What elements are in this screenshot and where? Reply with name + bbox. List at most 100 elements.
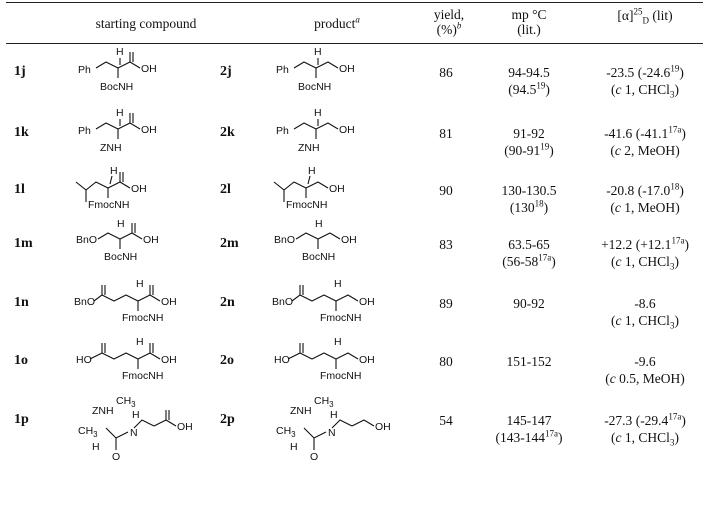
melting-point: 94-94.5(94.519) [508,65,550,97]
hydroxyl-label: OH [339,63,355,75]
header-rotation: [α]25D (lit) [617,6,673,26]
starting-compound-id: 1o [14,353,28,368]
optical-rotation: +12.2 (+12.117a)(c 1, CHCl3) [601,235,689,272]
h-label: H [117,218,125,230]
zn-label: ZNH [290,405,312,417]
hydroxymethyl-bond [315,122,339,130]
top-rule [6,2,703,3]
acid-bond [137,294,151,302]
hydroxyl-label: OH [341,234,357,246]
optical-rotation: -8.6(c 1, CHCl3) [611,296,679,331]
melting-point: 145-147(143-14417a) [495,413,563,445]
product-id: 2p [220,412,235,427]
h-label: H [334,278,342,290]
bond [97,232,121,240]
acid-oh-bond [131,232,143,240]
hydroxymethyl-bond [351,419,375,427]
bond [293,122,317,130]
yield-value: 80 [439,354,453,369]
phenyl-label: Ph [78,64,91,76]
n-label: N [130,427,138,439]
h-label: H [290,441,298,453]
amine-label: ZNH [298,142,320,154]
product-id: 2n [220,295,235,310]
h-label: H [92,441,100,453]
h-label: H [136,336,144,348]
acid-bond [117,122,131,130]
h-label: H [330,409,338,421]
bond [299,352,337,360]
hash-bond [109,175,113,185]
acid-bond [137,352,151,360]
optical-rotation: -41.6 (-41.117a)(c 2, MeOH) [604,124,686,158]
amide [105,427,129,439]
phenyl-label: Ph [276,64,289,76]
hydroxymethyl-bond [335,294,359,302]
starting-compound-id: 1l [14,182,25,197]
acid-oh-bond [129,61,141,69]
amide [303,427,327,439]
phenyl-label: Ph [78,125,91,137]
o-label: O [310,451,318,463]
hydroxyl-label: OH [141,63,157,75]
hydroxy-label: HO [274,354,290,366]
yield-value: 86 [439,65,453,80]
isobutyl [273,181,285,202]
acid-oh-bond [149,294,161,302]
methyl-label: CH3 [78,425,98,439]
bond [283,181,307,191]
amine-label: FmocNH [122,370,163,382]
amine-label: FmocNH [122,312,163,324]
yield-value: 90 [439,183,453,198]
product-structure: BnO H BocNH OH [274,218,357,263]
acid-carbonyl [89,343,103,360]
n-label: N [328,427,336,439]
h-label: H [315,218,323,230]
ester-carbonyl [291,285,301,302]
hydroxyl-label: OH [141,124,157,136]
bond [133,419,155,429]
acid-bond [117,61,131,69]
bond [295,232,319,240]
hash-bond [307,175,311,185]
bond [101,352,139,360]
isobutyl [75,181,87,202]
yield-value: 54 [439,413,453,428]
hydroxyl-label: OH [177,421,193,433]
product-structure: Ph H BocNH OH [276,46,355,93]
product-id: 2m [220,236,239,251]
h-label: H [136,278,144,290]
starting-compound-id: 1j [14,64,26,79]
product-id: 2k [220,125,235,140]
starting-compound-id: 1m [14,236,33,251]
melting-point: 63.5-65(56-5817a) [502,237,556,269]
bond [85,181,109,191]
yield-value: 83 [439,237,453,252]
product-id: 2l [220,182,231,197]
optical-rotation: -20.8 (-17.018)(c 1, MeOH) [606,181,684,215]
methyl-label: CH3 [276,425,296,439]
amine-label: FmocNH [286,199,327,211]
bond [293,61,317,69]
hydroxymethyl-bond [305,181,329,189]
bond [299,294,337,302]
phenyl-label: Ph [276,125,289,137]
o-label: O [112,451,120,463]
ester-carbonyl [93,285,103,302]
hydroxyl-label: OH [375,421,391,433]
benzyloxy-label: BnO [74,296,95,308]
benzyloxy-label: BnO [274,234,295,246]
h-label: H [314,46,322,58]
bond [95,61,119,69]
amine-label: BocNH [298,81,331,93]
benzyloxy-label: BnO [272,296,293,308]
hydroxyl-label: OH [339,124,355,136]
amine-label: BocNH [302,251,335,263]
hydroxy-label: HO [76,354,92,366]
product-id: 2o [220,353,234,368]
acid-oh-bond [119,181,131,189]
